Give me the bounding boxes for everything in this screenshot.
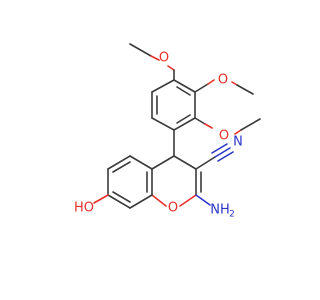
bond-o-top-methyl <box>150 55 160 61</box>
bond-mid-o-ring <box>194 83 209 93</box>
bond-low-o <box>204 123 213 129</box>
bond-r1-6 <box>151 79 175 93</box>
bond-r1-inner-2 <box>176 114 191 124</box>
bond-benz-5 <box>129 194 153 209</box>
atom-o-methoxy-top: O <box>159 51 169 66</box>
atom-amino-main: NH <box>210 203 230 218</box>
atom-amino: NH 2 <box>210 203 235 220</box>
bond-mid-methyl <box>236 84 254 95</box>
bond-r1-inner-1 <box>176 86 191 96</box>
bond-benz-4 <box>107 194 131 209</box>
bond-methyl-top <box>129 43 152 57</box>
atom-hydroxyl: HO <box>74 201 94 216</box>
bond-r1-4 <box>151 117 175 131</box>
bond-nitrile-c <box>195 156 216 170</box>
bond-lines <box>93 43 261 209</box>
bond-nitrile-1 <box>214 147 231 158</box>
bond-core-1 <box>151 155 175 170</box>
atom-amino-sub: 2 <box>229 210 235 220</box>
bond-nitrile-3 <box>211 143 228 154</box>
atom-n-nitrile: N <box>233 135 243 150</box>
bond-r1-3 <box>173 117 196 131</box>
bond-r1-1 <box>173 79 196 93</box>
bond-hydroxyl <box>93 194 109 204</box>
bond-low-o-ring <box>194 117 206 125</box>
atom-labels: O O O N HO O NH 2 <box>74 51 243 220</box>
bond-low-o-methyl <box>234 129 242 135</box>
atom-o-methoxy-low: O <box>219 129 229 144</box>
bond-benz-inner-1 <box>112 161 131 173</box>
bond-low-methyl <box>240 118 261 131</box>
bond-core-ring-o-2 <box>151 194 167 207</box>
chemical-structure-diagram: O O O N HO O NH 2 <box>74 43 261 220</box>
atom-o-ring: O <box>168 201 178 216</box>
bond-benz-inner-2 <box>112 191 131 203</box>
bond-mid-o-methyl <box>231 81 238 86</box>
bond-benz-2 <box>107 155 131 170</box>
bond-core-2 <box>173 155 197 170</box>
bond-benz-1 <box>129 155 153 170</box>
bond-mid-o <box>207 79 215 85</box>
bond-amino <box>195 194 211 206</box>
bond-o-top-ring <box>167 65 175 71</box>
bond-nitrile-2 <box>217 151 234 162</box>
atom-o-methoxy-mid: O <box>218 73 228 88</box>
bond-core-ring-o-1 <box>179 194 197 207</box>
